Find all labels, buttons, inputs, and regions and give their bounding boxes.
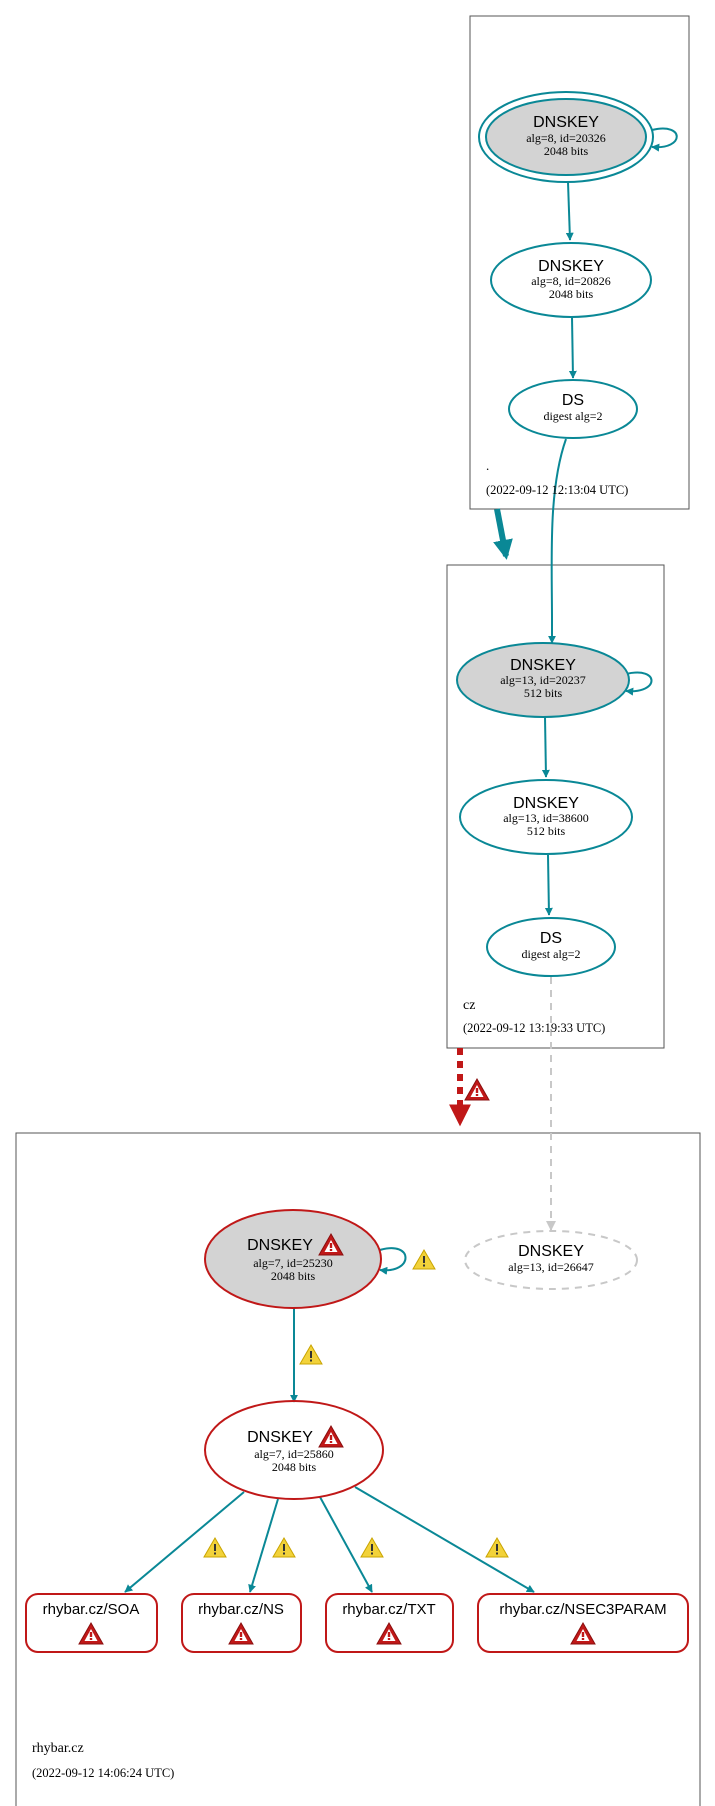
rrset-ns-label: rhybar.cz/NS	[198, 1601, 284, 1618]
soa-edge-warning-icon	[203, 1537, 227, 1558]
zsk-to-nsec3param-edge	[354, 1486, 535, 1593]
root-zsk-algid: alg=8, id=20826	[531, 274, 611, 288]
root-zsk-title: DNSKEY	[538, 258, 604, 275]
rhybar-zsk-node[interactable]: DNSKEY alg=7, id=25860 2048 bits	[204, 1400, 384, 1500]
cz-zsk-bits: 512 bits	[527, 824, 566, 838]
root-ds-title: DS	[562, 392, 584, 409]
rrset-soa-label: rhybar.cz/SOA	[43, 1601, 140, 1618]
rhybar-zsk-algid: alg=7, id=25860	[254, 1447, 334, 1461]
root-zone-timestamp: (2022-09-12 12:13:04 UTC)	[486, 483, 628, 497]
rrset-soa-error-icon	[78, 1622, 104, 1645]
rrset-txt-node[interactable]: rhybar.cz/TXT	[325, 1593, 454, 1653]
rhybar-zone-timestamp: (2022-09-12 14:06:24 UTC)	[32, 1766, 174, 1780]
cz-zone-name: cz	[463, 998, 475, 1013]
cz-ds-digest: digest alg=2	[521, 947, 580, 961]
rhybar-zsk-bits: 2048 bits	[272, 1460, 317, 1474]
rrset-nsec3param-node[interactable]: rhybar.cz/NSEC3PARAM	[477, 1593, 689, 1653]
delegation-error-icon	[464, 1078, 490, 1101]
zsk-to-soa-edge	[124, 1491, 245, 1593]
missing-key-title: DNSKEY	[518, 1243, 584, 1260]
zsk-to-txt-edge	[319, 1496, 373, 1593]
root-ksk-self-loop	[651, 127, 678, 152]
rhybar-ksk-algid: alg=7, id=25230	[253, 1256, 333, 1270]
rhybar-zsk-error-icon	[318, 1425, 344, 1448]
rrset-soa-node[interactable]: rhybar.cz/SOA	[25, 1593, 158, 1653]
rhybar-zone-name: rhybar.cz	[32, 1741, 84, 1756]
zone-cz-box	[446, 564, 665, 1049]
missing-key-algid: alg=13, id=26647	[508, 1260, 594, 1274]
rhybar-ksk-self-loop	[379, 1247, 407, 1275]
cz-zsk-algid: alg=13, id=38600	[503, 811, 589, 825]
cz-ksk-algid: alg=13, id=20237	[500, 673, 586, 687]
rrset-nsec3param-label: rhybar.cz/NSEC3PARAM	[499, 1601, 666, 1618]
root-ksk-title: DNSKEY	[533, 114, 599, 131]
root-ds-node[interactable]: DS digest alg=2	[508, 379, 638, 439]
cz-zsk-title: DNSKEY	[513, 795, 579, 812]
root-to-cz-delegation-edge	[493, 508, 513, 560]
rrset-ns-node[interactable]: rhybar.cz/NS	[181, 1593, 302, 1653]
rhybar-ksk-title: DNSKEY	[247, 1237, 313, 1254]
rhybar-missing-key-node[interactable]: DNSKEY alg=13, id=26647	[464, 1230, 638, 1290]
cz-zsk-to-ds-edge	[544, 854, 553, 916]
root-ksk-to-zsk-edge	[565, 181, 574, 241]
rrset-nsec3param-error-icon	[570, 1622, 596, 1645]
root-ds-digest: digest alg=2	[543, 409, 602, 423]
zsk-to-ns-edge	[248, 1498, 279, 1593]
root-zone-name: .	[486, 458, 489, 473]
ns-edge-warning-icon	[272, 1537, 296, 1558]
cz-ksk-self-loop	[625, 671, 653, 696]
cz-ksk-to-zsk-edge	[541, 716, 550, 778]
root-ksk-bits: 2048 bits	[544, 144, 589, 158]
txt-edge-warning-icon	[360, 1537, 384, 1558]
root-zsk-to-ds-edge	[568, 316, 577, 379]
root-ksk-algid: alg=8, id=20326	[526, 131, 606, 145]
rrset-txt-error-icon	[376, 1622, 402, 1645]
ksk-self-loop-warning-icon	[412, 1249, 436, 1270]
root-ds-to-cz-ksk-edge	[548, 438, 567, 644]
rrset-ns-error-icon	[228, 1622, 254, 1645]
cz-ds-title: DS	[540, 930, 562, 947]
ksk-to-zsk-warning-icon	[299, 1344, 323, 1365]
rhybar-zsk-title: DNSKEY	[247, 1429, 313, 1446]
cz-zsk-node[interactable]: DNSKEY alg=13, id=38600 512 bits	[459, 779, 633, 855]
cz-ksk-title: DNSKEY	[510, 657, 576, 674]
rhybar-ksk-node[interactable]: DNSKEY alg=7, id=25230 2048 bits	[204, 1209, 382, 1309]
root-zsk-bits: 2048 bits	[549, 287, 594, 301]
zone-root-box	[469, 15, 690, 510]
cz-zone-timestamp: (2022-09-12 13:19:33 UTC)	[463, 1021, 605, 1035]
cz-ds-node[interactable]: DS digest alg=2	[486, 917, 616, 977]
cz-ksk-bits: 512 bits	[524, 686, 563, 700]
root-ksk-node[interactable]: DNSKEY alg=8, id=20326 2048 bits	[478, 91, 654, 183]
zone-rhybar-box	[15, 1132, 701, 1806]
rhybar-ksk-bits: 2048 bits	[271, 1269, 316, 1283]
nsec3param-edge-warning-icon	[485, 1537, 509, 1558]
cz-ksk-node[interactable]: DNSKEY alg=13, id=20237 512 bits	[456, 642, 630, 718]
root-zsk-node[interactable]: DNSKEY alg=8, id=20826 2048 bits	[490, 242, 652, 318]
rrset-txt-label: rhybar.cz/TXT	[342, 1601, 435, 1618]
